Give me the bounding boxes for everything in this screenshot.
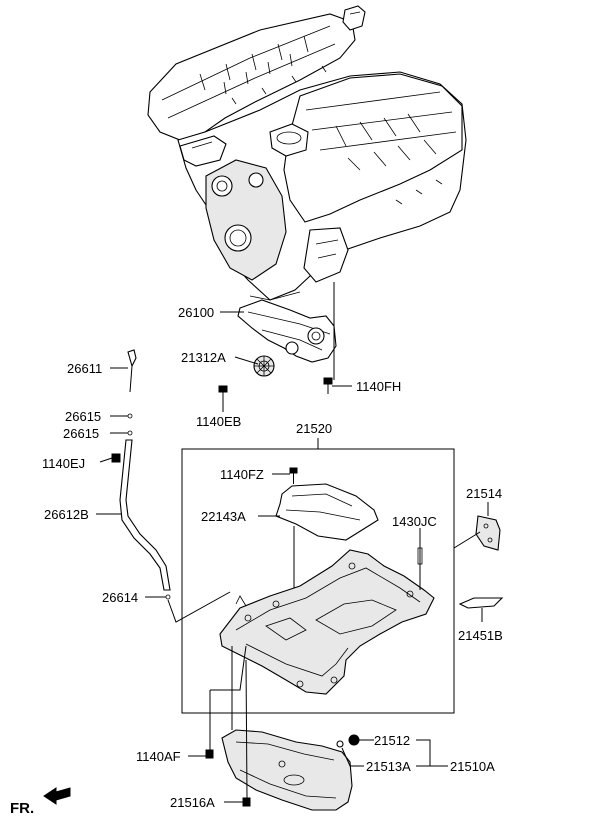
upper-oil-pan — [219, 549, 435, 695]
bolt-1140AF — [188, 645, 247, 759]
lower-oil-pan-21510A — [221, 729, 353, 811]
dipstick-tube-26612B — [96, 439, 171, 600]
front-label: FR. — [10, 800, 34, 817]
drain-plug-21512 — [348, 734, 374, 746]
label-21513A: 21513A — [366, 759, 411, 774]
dipstick-26611 — [110, 349, 137, 393]
gasket-21513A — [336, 740, 364, 767]
bolt-1140FZ — [272, 467, 298, 484]
bracket-21514 — [453, 502, 501, 551]
sprocket-21312A — [253, 355, 275, 377]
label-26611: 26611 — [67, 361, 102, 376]
label-21512: 21512 — [374, 733, 410, 748]
label-26615-b: 26615 — [63, 426, 99, 441]
label-1140FZ: 1140FZ — [220, 467, 264, 482]
label-21312A: 21312A — [181, 350, 226, 365]
baffle-22143A — [258, 483, 379, 600]
label-26612B: 26612B — [44, 507, 89, 522]
label-1140AF: 1140AF — [136, 749, 181, 764]
label-21451B: 21451B — [458, 628, 503, 643]
gasket-21451B — [458, 597, 504, 622]
label-1430JC: 1430JC — [392, 514, 437, 529]
label-21520: 21520 — [296, 421, 332, 436]
label-21514: 21514 — [466, 486, 502, 501]
callout-labels: 26100 21312A 1140FH 1140EB 26611 26615 2… — [42, 305, 503, 810]
bolt-21516A — [224, 659, 251, 807]
label-1140EJ: 1140EJ — [42, 456, 85, 471]
label-22143A: 22143A — [201, 509, 246, 524]
engine-assembly — [147, 5, 467, 301]
label-26614: 26614 — [102, 590, 138, 605]
bolt-1140FH — [323, 377, 333, 394]
label-26615-a: 26615 — [65, 409, 101, 424]
label-21510A: 21510A — [450, 759, 495, 774]
front-indicator: FR. — [10, 787, 71, 817]
label-21516A: 21516A — [170, 795, 215, 810]
label-26100: 26100 — [178, 305, 214, 320]
label-1140EB: 1140EB — [196, 414, 241, 429]
oil-pump-assembly — [237, 299, 337, 363]
label-1140FH: 1140FH — [356, 379, 401, 394]
arrow-left-icon — [43, 787, 71, 805]
bolt-1140EB — [218, 385, 228, 404]
